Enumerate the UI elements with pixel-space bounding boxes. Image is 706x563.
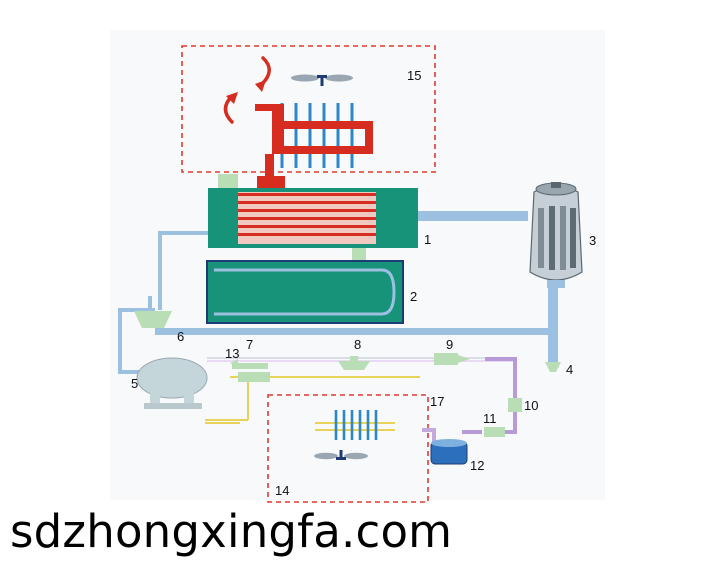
heat-exchanger-tubes — [238, 193, 376, 236]
inlet-stub — [218, 174, 238, 188]
label-9: 9 — [446, 337, 453, 352]
label-2: 2 — [410, 289, 417, 304]
watermark-text: sdzhongxingfa.com — [10, 505, 453, 558]
label-7: 7 — [246, 337, 253, 352]
label-11: 11 — [483, 411, 497, 426]
label-6: 6 — [177, 329, 184, 344]
liquid-receiver — [430, 439, 468, 465]
label-8: 8 — [354, 337, 361, 352]
drain-valve — [545, 362, 561, 372]
label-10: 10 — [524, 398, 538, 413]
label-4: 4 — [566, 362, 573, 377]
label-14: 14 — [275, 483, 289, 498]
label-15: 15 — [407, 68, 421, 83]
solenoid-valve — [434, 353, 458, 365]
refrigeration-dryer-diagram: 15 1 3 4 2 6 — [118, 45, 597, 503]
condenser-boundary — [181, 45, 436, 173]
label-5: 5 — [131, 376, 138, 391]
separator-drain-pipe — [548, 288, 558, 364]
capillary-tube — [484, 427, 505, 437]
inlet-pipe — [158, 231, 208, 310]
label-13: 13 — [225, 346, 239, 361]
compressor — [136, 357, 208, 409]
liquid-line — [485, 357, 517, 398]
filter-drier — [232, 363, 268, 369]
pipe-to-separator — [418, 211, 528, 221]
label-17: 17 — [430, 394, 444, 409]
condenser-hot-coil — [255, 104, 373, 176]
lower-condenser-boundary — [267, 394, 429, 503]
fan-icon — [291, 74, 353, 86]
sight-glass — [338, 361, 370, 370]
return-air-pipe — [155, 328, 555, 335]
label-3: 3 — [589, 233, 596, 248]
connector-stub — [352, 248, 366, 262]
compressor-suction-pipe — [118, 308, 155, 374]
valve-13 — [238, 372, 270, 382]
label-12: 12 — [470, 458, 484, 473]
separator-vessel — [529, 182, 583, 288]
expansion-valve — [134, 311, 172, 328]
fan-icon — [314, 450, 368, 460]
check-valve — [508, 398, 522, 412]
hot-gas-valve — [257, 176, 285, 188]
evaporator-coil — [214, 268, 396, 316]
label-1: 1 — [424, 232, 431, 247]
lower-condenser-coil — [315, 410, 395, 440]
